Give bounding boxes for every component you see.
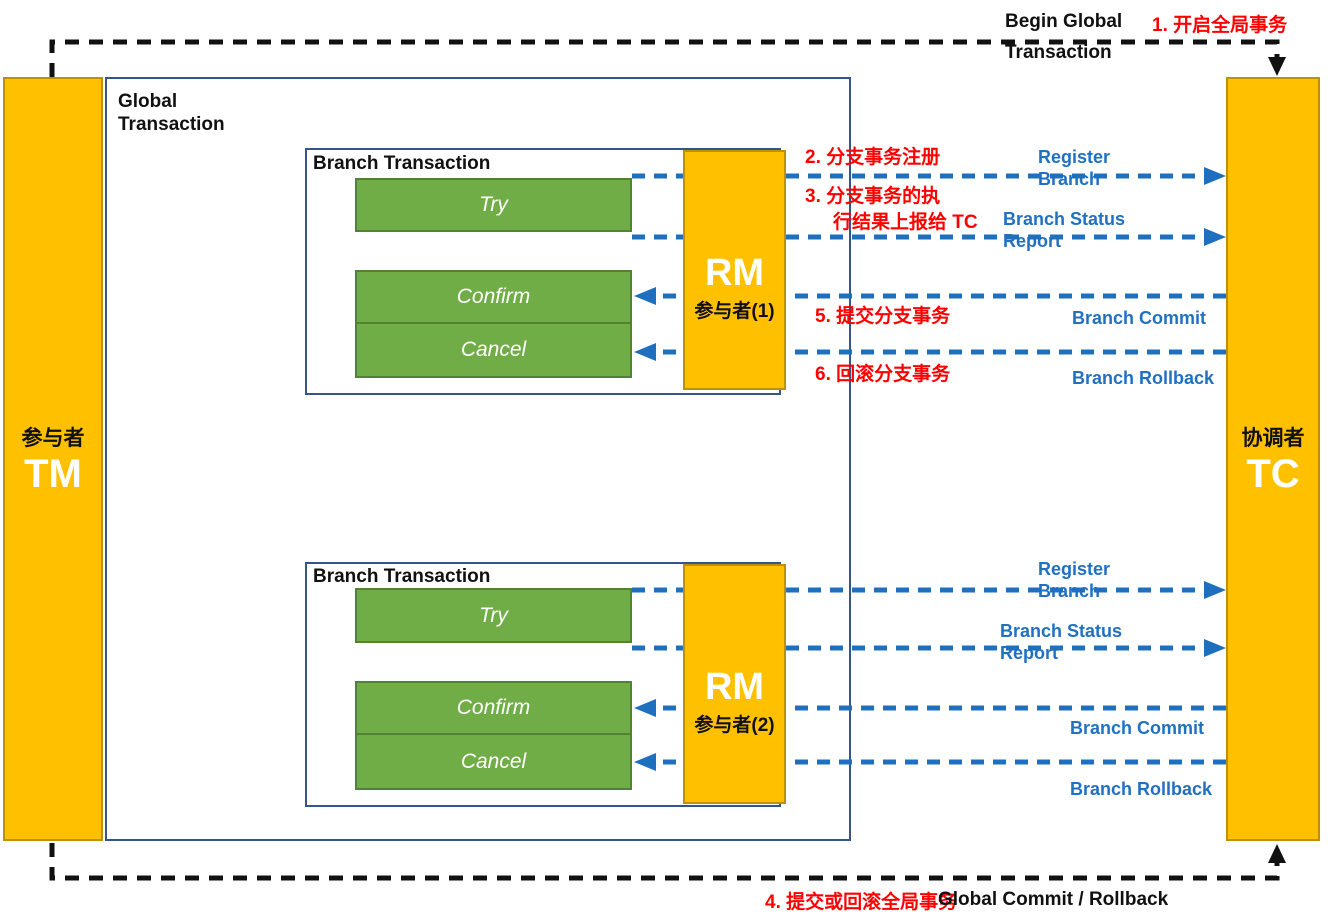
- step3-label-line1: 3. 分支事务的执: [805, 186, 941, 207]
- register-branch-arrowhead-1: [1204, 167, 1226, 185]
- branch-rollback-label-2: Branch Rollback: [1070, 779, 1213, 799]
- tc-role-label: 协调者: [1241, 427, 1305, 450]
- branch-status-arrowhead-2: [1204, 639, 1226, 657]
- confirm-box-2: Confirm: [355, 681, 632, 735]
- branch-status-label-1-line1: Branch Status: [1003, 209, 1126, 229]
- tm-role-label: 参与者: [21, 427, 85, 450]
- rm-name-label-2: RM: [704, 665, 765, 708]
- try-label-1: Try: [479, 193, 508, 216]
- rm-actor-bar-1: RM 参与者(1): [683, 150, 786, 390]
- branch-transaction-title-1: Branch Transaction: [313, 153, 491, 174]
- step3-label-line2: 行结果上报给 TC: [833, 212, 978, 233]
- begin-global-arrowhead: [1268, 57, 1286, 76]
- branch-status-label-2-line1: Branch Status: [1000, 621, 1123, 641]
- step4-label: 4. 提交或回滚全局事务: [765, 892, 958, 913]
- register-branch-label-2: Register Branch: [1038, 558, 1110, 602]
- tm-actor-bar: 参与者 TM: [3, 77, 103, 841]
- step5-label: 5. 提交分支事务: [815, 306, 951, 327]
- global-commit-rollback-label: Global Commit / Rollback: [938, 889, 1169, 910]
- branch-status-label-1: Branch Status Report: [1003, 208, 1125, 252]
- cancel-label-1: Cancel: [460, 338, 527, 361]
- register-branch-arrowhead-2: [1204, 581, 1226, 599]
- branch-rollback-label-1: Branch Rollback: [1072, 368, 1215, 388]
- global-transaction-title-line1: Global: [118, 91, 178, 112]
- register-branch-label-1-line2: Branch: [1038, 169, 1101, 189]
- register-branch-label-2-line2: Branch: [1038, 581, 1101, 601]
- register-branch-label-2-line1: Register: [1038, 559, 1111, 579]
- branch-transaction-title-2: Branch Transaction: [313, 566, 491, 587]
- branch-commit-label-1: Branch Commit: [1072, 308, 1207, 328]
- step2-label: 2. 分支事务注册: [805, 147, 941, 168]
- tc-actor-bar: 协调者 TC: [1226, 77, 1320, 841]
- branch-status-label-2: Branch Status Report: [1000, 620, 1122, 664]
- try-box-2: Try: [355, 588, 632, 643]
- global-commit-arrowhead: [1268, 844, 1286, 863]
- tm-name-label: TM: [24, 452, 82, 496]
- branch-commit-label-2: Branch Commit: [1070, 718, 1205, 738]
- global-commit-rollback-arrow: [49, 843, 1280, 881]
- confirm-label-1: Confirm: [456, 285, 531, 308]
- cancel-box-1: Cancel: [355, 322, 632, 378]
- begin-global-transaction-label: Begin Global Transaction: [1005, 6, 1122, 68]
- global-transaction-title: Global Transaction: [118, 90, 225, 136]
- branch-status-label-2-line2: Report: [1000, 643, 1058, 663]
- begin-global-line1: Begin Global: [1005, 11, 1123, 32]
- rm-participant-label-1: 参与者(1): [694, 301, 775, 323]
- global-transaction-title-line2: Transaction: [118, 114, 225, 135]
- register-branch-label-1-line1: Register: [1038, 147, 1111, 167]
- try-box-1: Try: [355, 178, 632, 232]
- rm-actor-bar-2: RM 参与者(2): [683, 564, 786, 804]
- branch-status-arrowhead-1: [1204, 228, 1226, 246]
- rm-name-label-1: RM: [704, 251, 765, 294]
- confirm-box-1: Confirm: [355, 270, 632, 324]
- confirm-label-2: Confirm: [456, 696, 531, 719]
- begin-global-line2: Transaction: [1005, 42, 1112, 63]
- try-label-2: Try: [479, 603, 508, 627]
- branch-status-label-1-line2: Report: [1003, 231, 1061, 251]
- cancel-box-2: Cancel: [355, 733, 632, 790]
- cancel-label-2: Cancel: [460, 749, 527, 773]
- step6-label: 6. 回滚分支事务: [815, 364, 951, 385]
- rm-participant-label-2: 参与者(2): [694, 715, 775, 737]
- step1-label: 1. 开启全局事务: [1152, 15, 1288, 36]
- tc-name-label: TC: [1246, 452, 1300, 496]
- register-branch-label-1: Register Branch: [1038, 146, 1110, 190]
